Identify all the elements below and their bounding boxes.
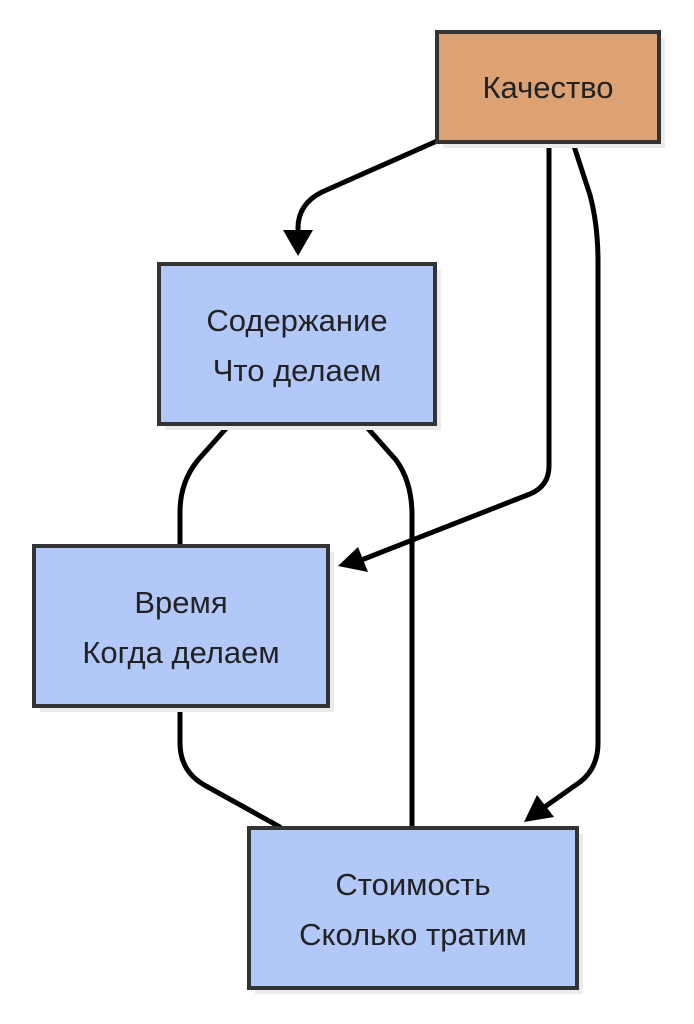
arrowhead-cost	[524, 795, 554, 822]
node-quality-box	[435, 30, 661, 144]
node-cost-box	[247, 826, 579, 990]
node-quality-label: Качество	[482, 70, 613, 105]
arrowhead-time	[338, 547, 368, 572]
node-scope-subtitle: Что делаем	[213, 353, 382, 388]
node-time-box	[32, 544, 330, 708]
node-cost-subtitle: Сколько тратим	[299, 917, 527, 952]
edge-quality-time	[361, 140, 552, 562]
edge-quality-scope	[295, 138, 440, 235]
node-time-subtitle: Когда делаем	[82, 635, 279, 670]
edge-scope-cost	[361, 421, 415, 831]
node-scope: Содержание Что делаем	[157, 262, 441, 430]
node-time: Время Когда делаем	[32, 544, 334, 712]
node-time-title: Время	[134, 585, 227, 620]
edge-quality-cost	[543, 140, 601, 809]
node-scope-title: Содержание	[206, 303, 387, 338]
node-quality: Качество	[435, 30, 665, 148]
edge-scope-time	[177, 421, 233, 549]
node-scope-box	[157, 262, 437, 426]
arrowhead-scope	[283, 230, 313, 256]
edge-time-cost	[177, 703, 283, 830]
node-cost: Стоимость Сколько тратим	[247, 826, 583, 994]
node-cost-title: Стоимость	[335, 867, 490, 902]
